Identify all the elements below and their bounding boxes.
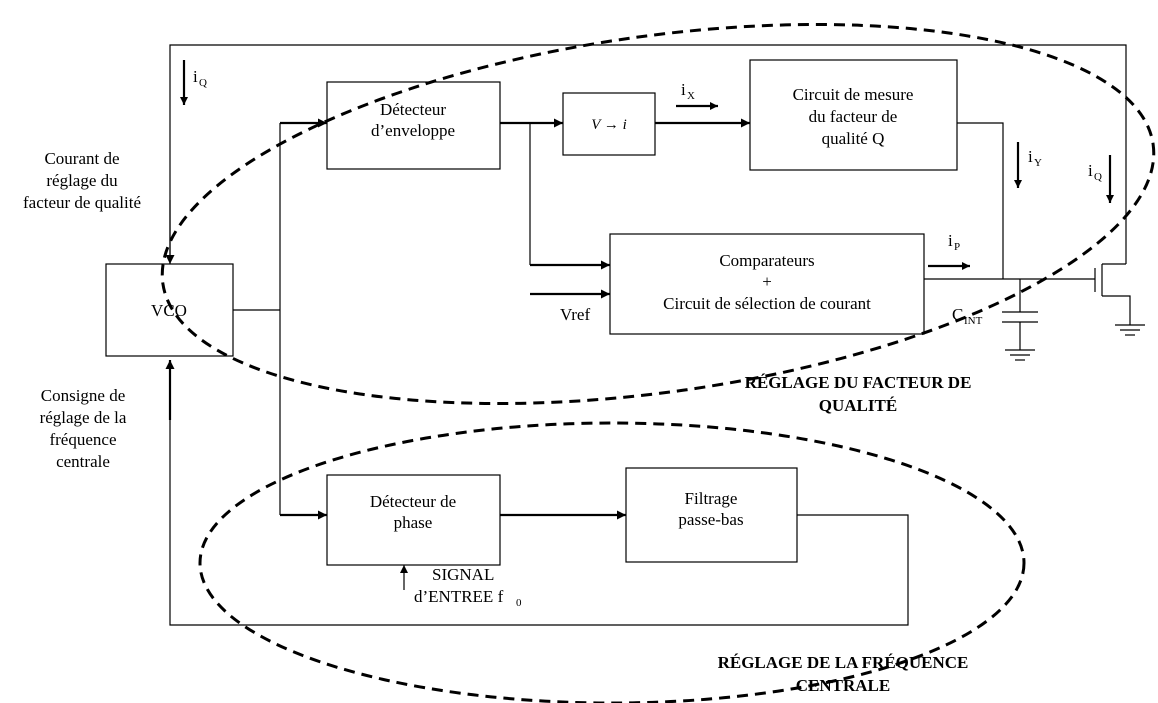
qmeasure-label-3: qualité Q	[822, 129, 885, 148]
iq-left-label: i Q	[193, 67, 207, 89]
phase-detector-label-2: phase	[394, 513, 433, 532]
comparators-label-2: +	[762, 272, 772, 291]
svg-text:C: C	[952, 305, 963, 324]
svg-text:Consigne de: Consigne de	[41, 386, 126, 405]
frequency-feedback-wire	[169, 390, 909, 626]
svg-text:centrale: centrale	[56, 452, 110, 471]
phase-detector-label-1: Détecteur de	[370, 492, 456, 511]
lowpass-filter-block: Filtrage passe-bas	[625, 467, 798, 563]
ip-label: i P	[948, 231, 960, 253]
svg-text:réglage du: réglage du	[46, 171, 118, 190]
svg-text:QUALITÉ: QUALITÉ	[819, 396, 897, 415]
qmeasure-block: Circuit de mesure du facteur de qualité …	[749, 59, 958, 171]
qmeasure-label-2: du facteur de	[809, 107, 898, 126]
svg-text:Q: Q	[199, 77, 207, 89]
svg-text:RÉGLAGE DE LA FRÉQUENCE: RÉGLAGE DE LA FRÉQUENCE	[718, 653, 969, 672]
svg-text:0: 0	[516, 597, 522, 609]
svg-text:i: i	[681, 80, 686, 99]
envelope-detector-label-2: d’enveloppe	[371, 121, 455, 140]
wires	[165, 44, 1145, 626]
consigne-label: Consigne de réglage de la fréquence cent…	[40, 386, 127, 471]
ground-icon	[1115, 324, 1145, 336]
svg-text:SIGNAL: SIGNAL	[432, 565, 494, 584]
f-tuning-title: RÉGLAGE DE LA FRÉQUENCE CENTRALE	[718, 653, 969, 695]
qmeasure-output-wire	[957, 122, 1004, 279]
svg-text:réglage de la: réglage de la	[40, 408, 127, 427]
cint-label: C INT	[952, 305, 983, 327]
svg-text:X: X	[687, 90, 695, 102]
svg-text:i: i	[1088, 161, 1093, 180]
comparators-label-3: Circuit de sélection de courant	[663, 294, 871, 313]
svg-text:d’ENTREE f: d’ENTREE f	[414, 587, 504, 606]
svg-text:Q: Q	[1094, 171, 1102, 183]
svg-text:P: P	[954, 241, 960, 253]
phase-detector-block: Détecteur de phase	[326, 474, 501, 566]
comparators-block: Comparateurs + Circuit de sélection de c…	[609, 233, 925, 335]
comparators-label-1: Comparateurs	[719, 251, 814, 270]
lowpass-filter-label-1: Filtrage	[685, 489, 738, 508]
q-tuning-region	[160, 22, 1156, 406]
svg-text:Courant de: Courant de	[44, 149, 119, 168]
svg-text:CENTRALE: CENTRALE	[796, 676, 890, 695]
f-tuning-region	[198, 421, 1026, 703]
svg-text:INT: INT	[964, 315, 983, 327]
iy-label: i Y	[1028, 147, 1042, 169]
svg-text:i: i	[1028, 147, 1033, 166]
svg-text:Y: Y	[1034, 157, 1042, 169]
q-tuning-title: RÉGLAGE DU FACTEUR DE QUALITÉ	[745, 373, 972, 415]
ix-label: i X	[681, 80, 695, 102]
envelope-detector-label-1: Détecteur	[380, 100, 446, 119]
iq-right-label: i Q	[1088, 161, 1102, 183]
transistor-icon	[1094, 263, 1131, 325]
svg-text:i: i	[948, 231, 953, 250]
svg-text:fréquence: fréquence	[49, 430, 116, 449]
iq-feedback-wire	[169, 44, 1127, 264]
v2i-block: V → i	[562, 92, 656, 156]
v2i-label: V → i	[591, 117, 627, 133]
svg-text:i: i	[193, 67, 198, 86]
svg-text:RÉGLAGE DU FACTEUR DE: RÉGLAGE DU FACTEUR DE	[745, 373, 972, 392]
input-signal-label: SIGNAL d’ENTREE f 0	[414, 565, 522, 609]
courant-reglage-label: Courant de réglage du facteur de qualité	[23, 149, 141, 212]
ground-icon	[1005, 349, 1035, 361]
envelope-detector-block: Détecteur d’enveloppe	[326, 81, 501, 170]
vref-label: Vref	[560, 305, 590, 324]
lowpass-filter-label-2: passe-bas	[678, 510, 743, 529]
svg-text:facteur de qualité: facteur de qualité	[23, 193, 141, 212]
vco-block: VCO	[105, 263, 234, 357]
qmeasure-label-1: Circuit de mesure	[793, 85, 914, 104]
